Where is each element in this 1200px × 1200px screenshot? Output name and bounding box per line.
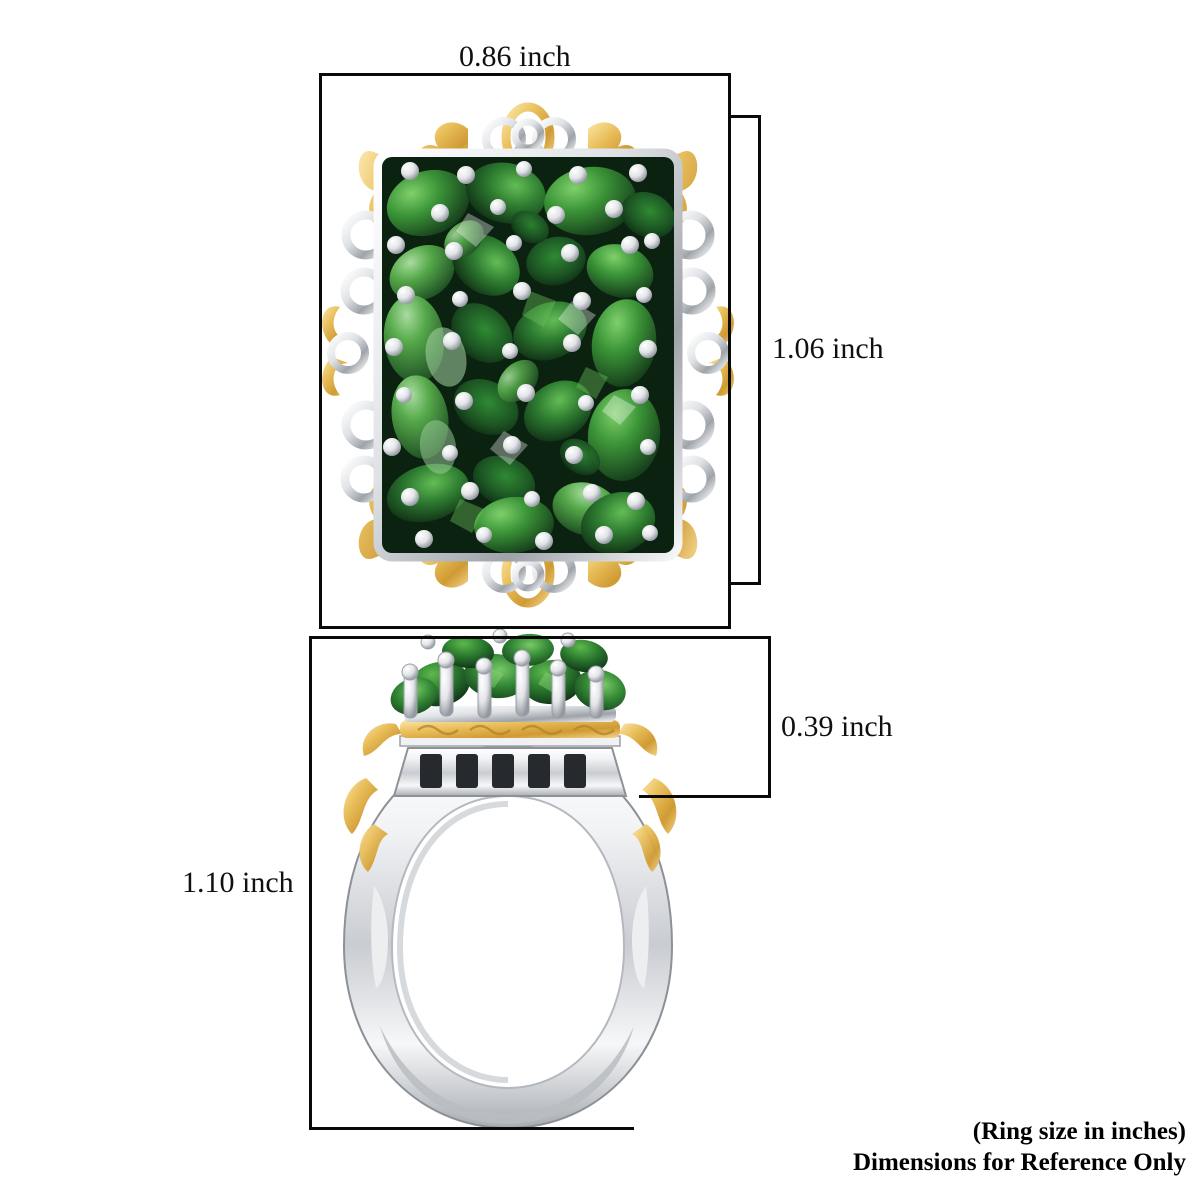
band-height-bracket-bottom: [309, 1127, 634, 1130]
head-bezel: [373, 148, 683, 562]
reference-caption: (Ring size in inches) Dimensions for Ref…: [853, 1117, 1186, 1178]
width-measurement-label: 0.86 inch: [459, 40, 571, 73]
width-bracket-right: [728, 73, 731, 629]
gemstone-cluster: [382, 157, 674, 553]
top-view-ring-illustration: [322, 102, 734, 608]
depth-bracket-right: [768, 636, 771, 798]
prong-set: [383, 161, 660, 550]
depth-bracket-top: [309, 636, 771, 639]
width-bracket-left: [319, 73, 322, 629]
height-bracket-top: [728, 115, 761, 118]
width-bracket-top: [319, 73, 731, 76]
depth-measurement-label: 0.39 inch: [781, 710, 893, 743]
width-bracket-bottom: [319, 626, 731, 629]
ring-gallery: [392, 735, 628, 797]
caption-line-2: Dimensions for Reference Only: [852, 1148, 1186, 1176]
side-view-ring-illustration: [342, 628, 677, 1130]
ring-band: [342, 744, 674, 1130]
caption-line-1: (Ring size in inches): [972, 1118, 1186, 1145]
height-bracket-right: [758, 115, 761, 585]
band-height-bracket-left: [309, 636, 312, 1130]
band-height-measurement-label: 1.10 inch: [182, 866, 294, 899]
depth-bracket-bottom: [639, 795, 771, 798]
height-bracket-bottom: [728, 582, 761, 585]
height-measurement-label: 1.06 inch: [772, 332, 884, 365]
